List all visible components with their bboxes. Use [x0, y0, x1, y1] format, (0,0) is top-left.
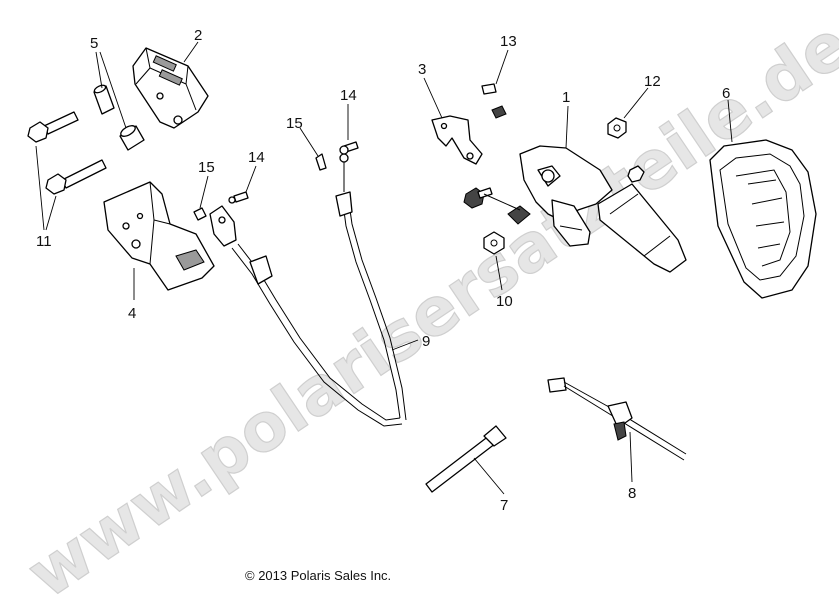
callout-5: 5: [90, 35, 98, 52]
callout-10: 10: [496, 293, 513, 310]
callout-3: 3: [418, 61, 426, 78]
part-13-screws: [463, 83, 507, 209]
part-2-bracket: [132, 47, 209, 129]
callout-15-upper: 15: [286, 115, 303, 132]
leader-lines: [35, 41, 733, 495]
part-12-nuts: [607, 117, 645, 183]
part-15-clip-left: [193, 207, 207, 221]
part-14-pin-middle: [339, 141, 359, 155]
callout-labels: 1 2 3 4 5 6 7 8 9 10 11 12 13 14 14 15 1…: [36, 27, 730, 514]
callout-2: 2: [194, 27, 202, 44]
callout-14-lower: 14: [248, 149, 265, 166]
part-7-rod: [425, 425, 507, 493]
part-15-clip-middle: [315, 153, 327, 171]
callout-9: 9: [422, 333, 430, 350]
watermark-text: www.polarisersatzteile.de: [14, 6, 839, 603]
part-5-spacers: [93, 84, 145, 151]
part-1-lever: [483, 145, 687, 273]
part-10-nut: [483, 231, 505, 255]
callout-4: 4: [128, 305, 136, 322]
part-6-bezel: [709, 139, 817, 299]
part-14-pin-left: [228, 191, 249, 204]
copyright-text: © 2013 Polaris Sales Inc.: [245, 568, 392, 583]
callout-8: 8: [628, 485, 636, 502]
part-8-cable-tie: [547, 377, 687, 461]
part-11-bolts: [27, 111, 107, 195]
callout-13: 13: [500, 33, 517, 50]
callout-6: 6: [722, 85, 730, 102]
part-3-bracket: [431, 115, 483, 165]
callout-12: 12: [644, 73, 661, 90]
callout-14-upper: 14: [340, 87, 357, 104]
callout-15-lower: 15: [198, 159, 215, 176]
callout-11: 11: [36, 233, 52, 250]
part-4-bracket: [103, 181, 215, 291]
callout-1: 1: [562, 89, 570, 106]
callout-7: 7: [500, 497, 508, 514]
